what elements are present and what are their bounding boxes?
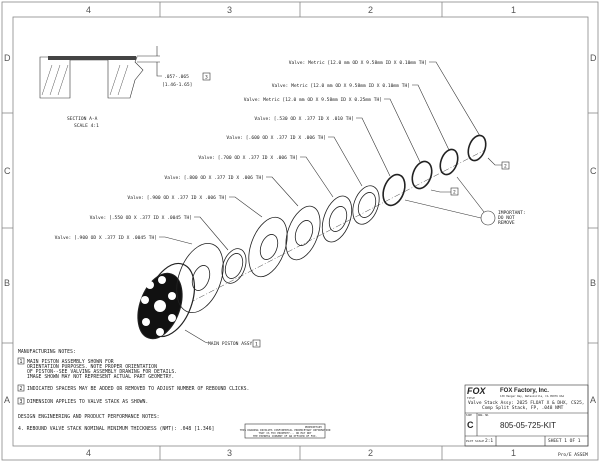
- proprietary-notice: PROPRIETARY THIS DRAWING INVOLVES CONFID…: [240, 423, 331, 439]
- company-address: 130 Hangar Way, Watsonville, CA 95076 US…: [500, 394, 564, 398]
- spacer-ref: 2: [504, 164, 507, 170]
- section-a-a-view: .057-.065 [1.46-1.65] 3 SECTION A-A SCAL…: [39, 46, 211, 129]
- spacer-callouts: 2 2: [430, 157, 510, 196]
- section-note-ref: 3: [205, 75, 208, 81]
- zone-labels: 4 3 2 1 4 3 2 1 D C B A D C B A: [4, 5, 597, 458]
- zone-col-4-bottom: 4: [86, 448, 91, 458]
- svg-text:PROPRIETARY: PROPRIETARY: [305, 425, 323, 429]
- callout-label: Valve: Metric [12.0 mm OD X 9.58mm ID X …: [244, 97, 382, 103]
- section-scale: SCALE 4:1: [74, 123, 99, 129]
- sheet-number: SHEET 1 OF 1: [548, 438, 581, 444]
- svg-text:2: 2: [20, 386, 23, 392]
- zone-row-d-left: D: [4, 53, 11, 63]
- zone-col-3-bottom: 3: [227, 448, 232, 458]
- fox-logo: FOX: [467, 386, 486, 396]
- svg-text:3: 3: [20, 399, 23, 405]
- svg-text:IMPORTANT:: IMPORTANT:: [498, 210, 526, 216]
- callouts: Valve: Metric [12.0 mm OD X 9.58mm ID X …: [55, 60, 481, 251]
- zone-col-3-top: 3: [227, 5, 232, 15]
- zone-row-b-right: B: [590, 278, 596, 288]
- software-label: Pro/E ASSEM: [558, 452, 588, 458]
- valve-ring-4: [382, 173, 406, 207]
- svg-text:SIZE: SIZE: [466, 414, 472, 417]
- inner-border: [12, 16, 589, 447]
- piston-label: MAIN PISTON ASSY: [208, 341, 252, 347]
- spacer-ref: 2: [453, 190, 456, 196]
- main-piston-assembly: [137, 262, 196, 340]
- svg-text:INDICATED SPACERS MAY BE ADDED: INDICATED SPACERS MAY BE ADDED OR REMOVE…: [27, 386, 249, 392]
- zone-col-1-bottom: 1: [511, 448, 516, 458]
- callout-label: Valve: [.550 OD X .377 ID X .0045 TH]: [90, 215, 192, 221]
- zone-row-d-right: D: [590, 53, 597, 63]
- drawing-title-line2: Comp Split Stack, FP, .048 NMT: [482, 405, 564, 411]
- svg-text:OF PISTON--SEE VALVING ASSEMBL: OF PISTON--SEE VALVING ASSEMBLY DRAWING …: [27, 369, 177, 375]
- svg-text:THIS DRAWING INVOLVES CONFIDEN: THIS DRAWING INVOLVES CONFIDENTIAL PROPR…: [240, 428, 331, 432]
- svg-text:TITLE: TITLE: [467, 396, 475, 400]
- callout-label: Valve: [.900 OD X .377 ID X .006 TH]: [127, 195, 227, 201]
- callout-label: Valve: Metric [12.0 mm OD X 9.58mm ID X …: [272, 83, 410, 89]
- svg-text:MAIN PISTON ASSEMBLY SHOWN FOR: MAIN PISTON ASSEMBLY SHOWN FOR: [27, 359, 114, 365]
- zone-row-a-right: A: [590, 395, 596, 405]
- valve-ring-6: [321, 195, 353, 243]
- callout-label: Valve: [.530 OD X .377 ID X .010 TH]: [254, 116, 354, 122]
- valve-ring-8: [248, 216, 288, 278]
- svg-text:PLOT SCALE: PLOT SCALE: [466, 439, 484, 443]
- callout-label: Valve: [.800 OD X .377 ID X .006 TH]: [164, 175, 264, 181]
- drawing-title: Valve Stack Assy: 2025 FLOAT X & DHX, CS…: [468, 400, 585, 406]
- valve-ring-9: [221, 248, 247, 284]
- stack-centerline: [159, 149, 486, 319]
- svg-text:IMAGE SHOWN MAY NOT REPRESENT: IMAGE SHOWN MAY NOT REPRESENT ACTUAL PAR…: [27, 374, 174, 380]
- zone-col-1-top: 1: [511, 5, 516, 15]
- svg-text:DESIGN ENGINEERING AND PRODUCT: DESIGN ENGINEERING AND PRODUCT PERFORMAN…: [18, 414, 160, 420]
- zone-col-4-top: 4: [86, 5, 91, 15]
- svg-text:ORIENTATION PURPOSES. NOTE PRO: ORIENTATION PURPOSES. NOTE PROPER ORIENT…: [27, 364, 157, 370]
- valve-ring-3: [411, 160, 433, 190]
- valve-rings: [176, 134, 487, 313]
- callout-label: Valve: [.600 OD X .377 ID X .006 TH]: [226, 135, 326, 141]
- zone-row-c-left: C: [4, 166, 11, 176]
- callout-label: Valve: [.900 OD X .377 ID X .0045 TH]: [55, 235, 157, 241]
- svg-text:1: 1: [20, 359, 23, 365]
- valve-ring-1: [467, 134, 487, 162]
- section-dimension: .057-.065: [164, 74, 189, 80]
- zone-row-b-left: B: [4, 278, 10, 288]
- svg-text:4. REBOUND VALVE STACK NOMINAL: 4. REBOUND VALVE STACK NOMINAL MINIMUM T…: [18, 426, 214, 432]
- callout-label: Valve: [.700 OD X .377 ID X .006 TH]: [198, 155, 298, 161]
- valve-ring-2: [439, 148, 459, 176]
- drawing-size: C: [467, 420, 474, 430]
- plot-scale: 2:1: [485, 438, 493, 444]
- title-block: FOX FOX Factory, Inc. 130 Hangar Way, Wa…: [464, 384, 589, 458]
- svg-text:DIMENSION APPLIES TO VALVE STA: DIMENSION APPLIES TO VALVE STACK AS SHOW…: [27, 399, 148, 405]
- svg-text:THAT IS FOX PROPERTY... OR MAY: THAT IS FOX PROPERTY... OR MAY NOT: [258, 431, 312, 435]
- zone-row-a-left: A: [4, 395, 10, 405]
- svg-text:MANUFACTURING NOTES:: MANUFACTURING NOTES:: [18, 349, 76, 355]
- svg-text:REMOVE: REMOVE: [498, 220, 515, 226]
- svg-text:DWG. NO.: DWG. NO.: [478, 414, 490, 417]
- svg-text:THE EXPRESS CONSENT OF AN OFFI: THE EXPRESS CONSENT OF AN OFFICER OF FOX…: [253, 434, 317, 438]
- important-do-not-remove: IMPORTANT: DO NOT REMOVE: [404, 176, 526, 226]
- valve-ring-10: [176, 243, 224, 313]
- section-dimension-metric: [1.46-1.65]: [162, 82, 192, 88]
- callout-label: Valve: Metric [12.0 mm OD X 9.58mm ID X …: [289, 60, 427, 66]
- zone-col-2-top: 2: [368, 5, 373, 15]
- zone-col-2-bottom: 2: [368, 448, 373, 458]
- drawing-number: 805-05-725-KIT: [500, 421, 556, 430]
- valve-ring-7: [285, 205, 321, 261]
- piston-ref: 1: [255, 342, 258, 348]
- section-title: SECTION A-A: [67, 116, 98, 122]
- valve-ring-5: [352, 185, 380, 225]
- company-name: FOX Factory, Inc.: [500, 388, 549, 394]
- svg-text:DO NOT: DO NOT: [498, 215, 515, 221]
- manufacturing-notes: MANUFACTURING NOTES: 1 MAIN PISTON ASSEM…: [17, 349, 249, 432]
- zone-row-c-right: C: [590, 166, 597, 176]
